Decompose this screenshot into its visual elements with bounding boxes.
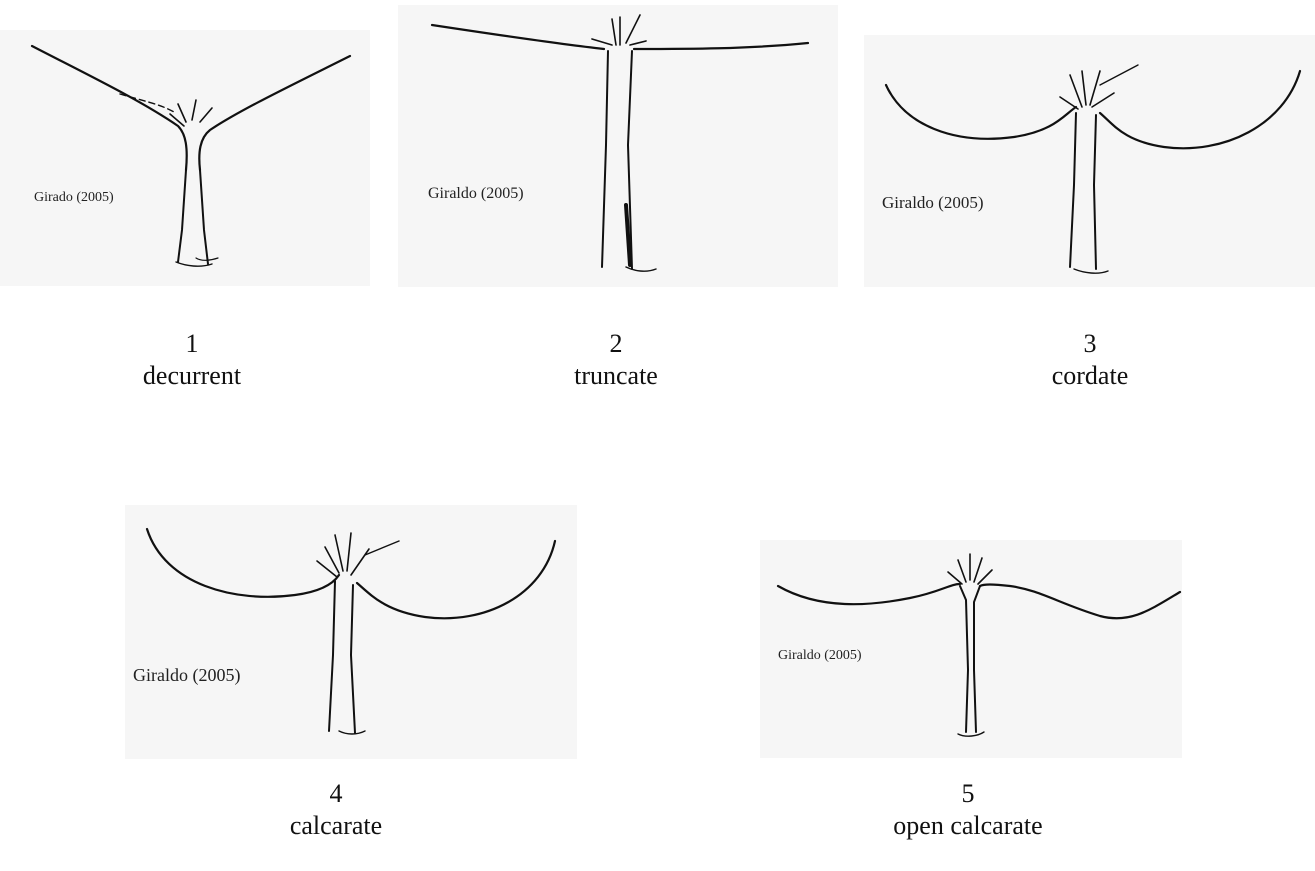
truncate-base-illustration: [398, 5, 838, 287]
figure-4-drawing: Giraldo (2005): [125, 505, 577, 759]
figure-3-number: 3: [940, 328, 1240, 360]
figure-5-caption: 5 open calcarate: [818, 778, 1118, 842]
figure-3-drawing: Giraldo (2005): [864, 35, 1315, 287]
figure-4-caption: 4 calcarate: [186, 778, 486, 842]
figure-2-credit: Giraldo (2005): [428, 185, 524, 203]
figure-4-credit: Giraldo (2005): [133, 665, 240, 686]
decurrent-base-illustration: [0, 30, 370, 286]
figure-1-name: decurrent: [42, 360, 342, 392]
figure-2-caption: 2 truncate: [466, 328, 766, 392]
figure-2-drawing: Giraldo (2005): [398, 5, 838, 287]
figure-3-name: cordate: [940, 360, 1240, 392]
figure-5-name: open calcarate: [818, 810, 1118, 842]
figure-5-number: 5: [818, 778, 1118, 810]
figure-2-name: truncate: [466, 360, 766, 392]
figure-1-number: 1: [42, 328, 342, 360]
figure-1-caption: 1 decurrent: [42, 328, 342, 392]
figure-5-credit: Giraldo (2005): [778, 648, 862, 664]
figure-1-drawing: Girado (2005): [0, 30, 370, 286]
cordate-base-illustration: [864, 35, 1315, 287]
figure-1-credit: Girado (2005): [34, 190, 114, 206]
figure-3-caption: 3 cordate: [940, 328, 1240, 392]
figure-3-credit: Giraldo (2005): [882, 193, 984, 213]
figure-4-number: 4: [186, 778, 486, 810]
calcarate-base-illustration: [125, 505, 577, 759]
figure-4-name: calcarate: [186, 810, 486, 842]
figure-5-drawing: Giraldo (2005): [760, 540, 1182, 758]
figure-2-number: 2: [466, 328, 766, 360]
